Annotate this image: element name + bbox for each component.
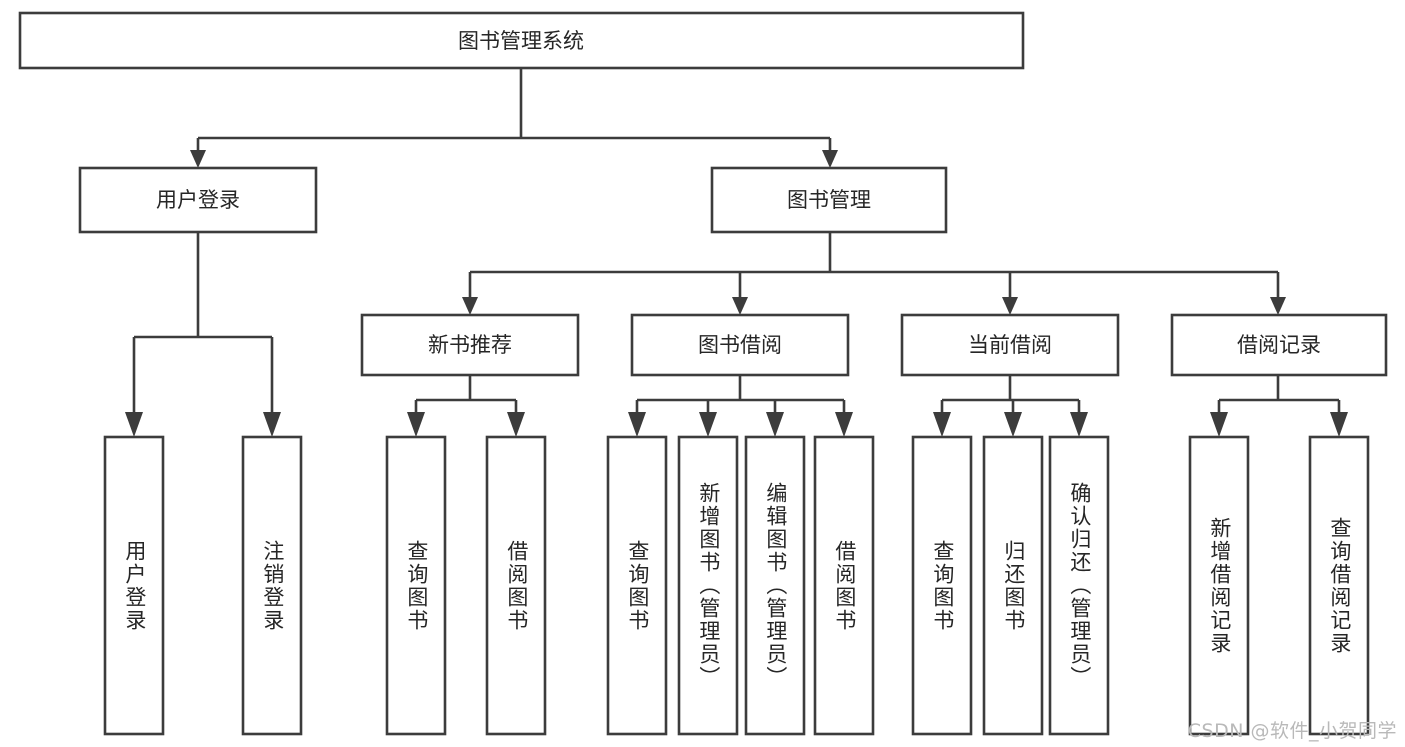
arrowhead-leaf-query-record: [1330, 412, 1348, 437]
node-new-book-recommend-label: 新书推荐: [428, 333, 512, 357]
connector-bookborrow-to-leaves: [635, 375, 846, 412]
csdn-watermark: CSDN @软件_小贺同学: [1187, 720, 1397, 742]
leaf-box-confirm-return[interactable]: [1048, 435, 1110, 736]
leaf-box-return-book[interactable]: [982, 435, 1044, 736]
node-book-borrow-box[interactable]: [630, 313, 850, 377]
connector-layer: [125, 68, 1348, 437]
arrowhead-leaf-edit-book: [766, 412, 784, 437]
node-user-login[interactable]: 用户登录: [78, 166, 318, 234]
arrowhead-to-current-borrow: [1002, 297, 1018, 315]
arrowhead-leaf-query-book-3: [933, 412, 951, 437]
leaf-box-borrow-book-2[interactable]: [813, 435, 875, 736]
connector-userlogin-to-leaves: [132, 232, 274, 412]
arrowhead-to-borrow-record: [1270, 297, 1286, 315]
node-current-borrow-label: 当前借阅: [968, 333, 1052, 357]
arrowhead-leaf-add-record: [1210, 412, 1228, 437]
node-root-box[interactable]: [18, 11, 1025, 70]
node-root[interactable]: 图书管理系统: [18, 11, 1025, 70]
node-current-borrow[interactable]: 当前借阅: [900, 313, 1120, 377]
leaf-box-logout[interactable]: [241, 435, 303, 736]
leaf-box-query-book-1[interactable]: [385, 435, 447, 736]
arrowhead-to-book-management: [822, 150, 838, 168]
arrowhead-leaf-return-book: [1004, 412, 1022, 437]
connector-borrowrecord-to-leaves: [1217, 375, 1341, 412]
leaf-box-add-record[interactable]: [1188, 435, 1250, 736]
arrowhead-leaf-confirm-return: [1070, 412, 1088, 437]
arrowhead-leaf-borrow-book-2: [835, 412, 853, 437]
node-user-login-label: 用户登录: [156, 188, 240, 212]
arrowhead-leaf-query-book-2: [628, 412, 646, 437]
leaf-box-edit-book[interactable]: [744, 435, 806, 736]
node-book-management-label: 图书管理: [787, 188, 871, 212]
node-book-management[interactable]: 图书管理: [710, 166, 948, 234]
arrowhead-to-book-borrow: [732, 297, 748, 315]
node-borrow-record[interactable]: 借阅记录: [1170, 313, 1388, 377]
arrowhead-leaf-query-book-1: [407, 412, 425, 437]
arrowhead-to-new-book-recommend: [462, 297, 478, 315]
node-borrow-record-box[interactable]: [1170, 313, 1388, 377]
leaf-box-borrow-book-1[interactable]: [485, 435, 547, 736]
leaf-box-add-book[interactable]: [677, 435, 739, 736]
connector-currentborrow-to-leaves: [940, 375, 1081, 412]
node-book-borrow[interactable]: 图书借阅: [630, 313, 850, 377]
leaf-box-layer: [103, 435, 1370, 736]
leaf-box-query-book-2[interactable]: [606, 435, 668, 736]
leaf-box-user-login[interactable]: [103, 435, 165, 736]
node-book-borrow-label: 图书借阅: [698, 333, 782, 357]
arrowhead-leaf-borrow-book-1: [507, 412, 525, 437]
node-new-book-recommend-box[interactable]: [360, 313, 580, 377]
arrowhead-leaf-user-login: [125, 412, 143, 437]
arrowhead-leaf-logout: [263, 412, 281, 437]
arrowhead-to-user-login: [190, 150, 206, 168]
node-new-book-recommend[interactable]: 新书推荐: [360, 313, 580, 377]
node-book-management-box[interactable]: [710, 166, 948, 234]
connector-bookmgmt-to-level3-bus: [468, 232, 1280, 308]
connector-newbook-to-leaves: [414, 375, 518, 412]
node-root-label: 图书管理系统: [458, 29, 584, 53]
connector-root-to-level2-bus: [196, 68, 832, 160]
node-borrow-record-label: 借阅记录: [1237, 333, 1321, 357]
node-current-borrow-box[interactable]: [900, 313, 1120, 377]
leaf-box-query-record[interactable]: [1308, 435, 1370, 736]
arrowhead-leaf-add-book: [699, 412, 717, 437]
leaf-box-query-book-3[interactable]: [911, 435, 973, 736]
node-user-login-box[interactable]: [78, 166, 318, 234]
